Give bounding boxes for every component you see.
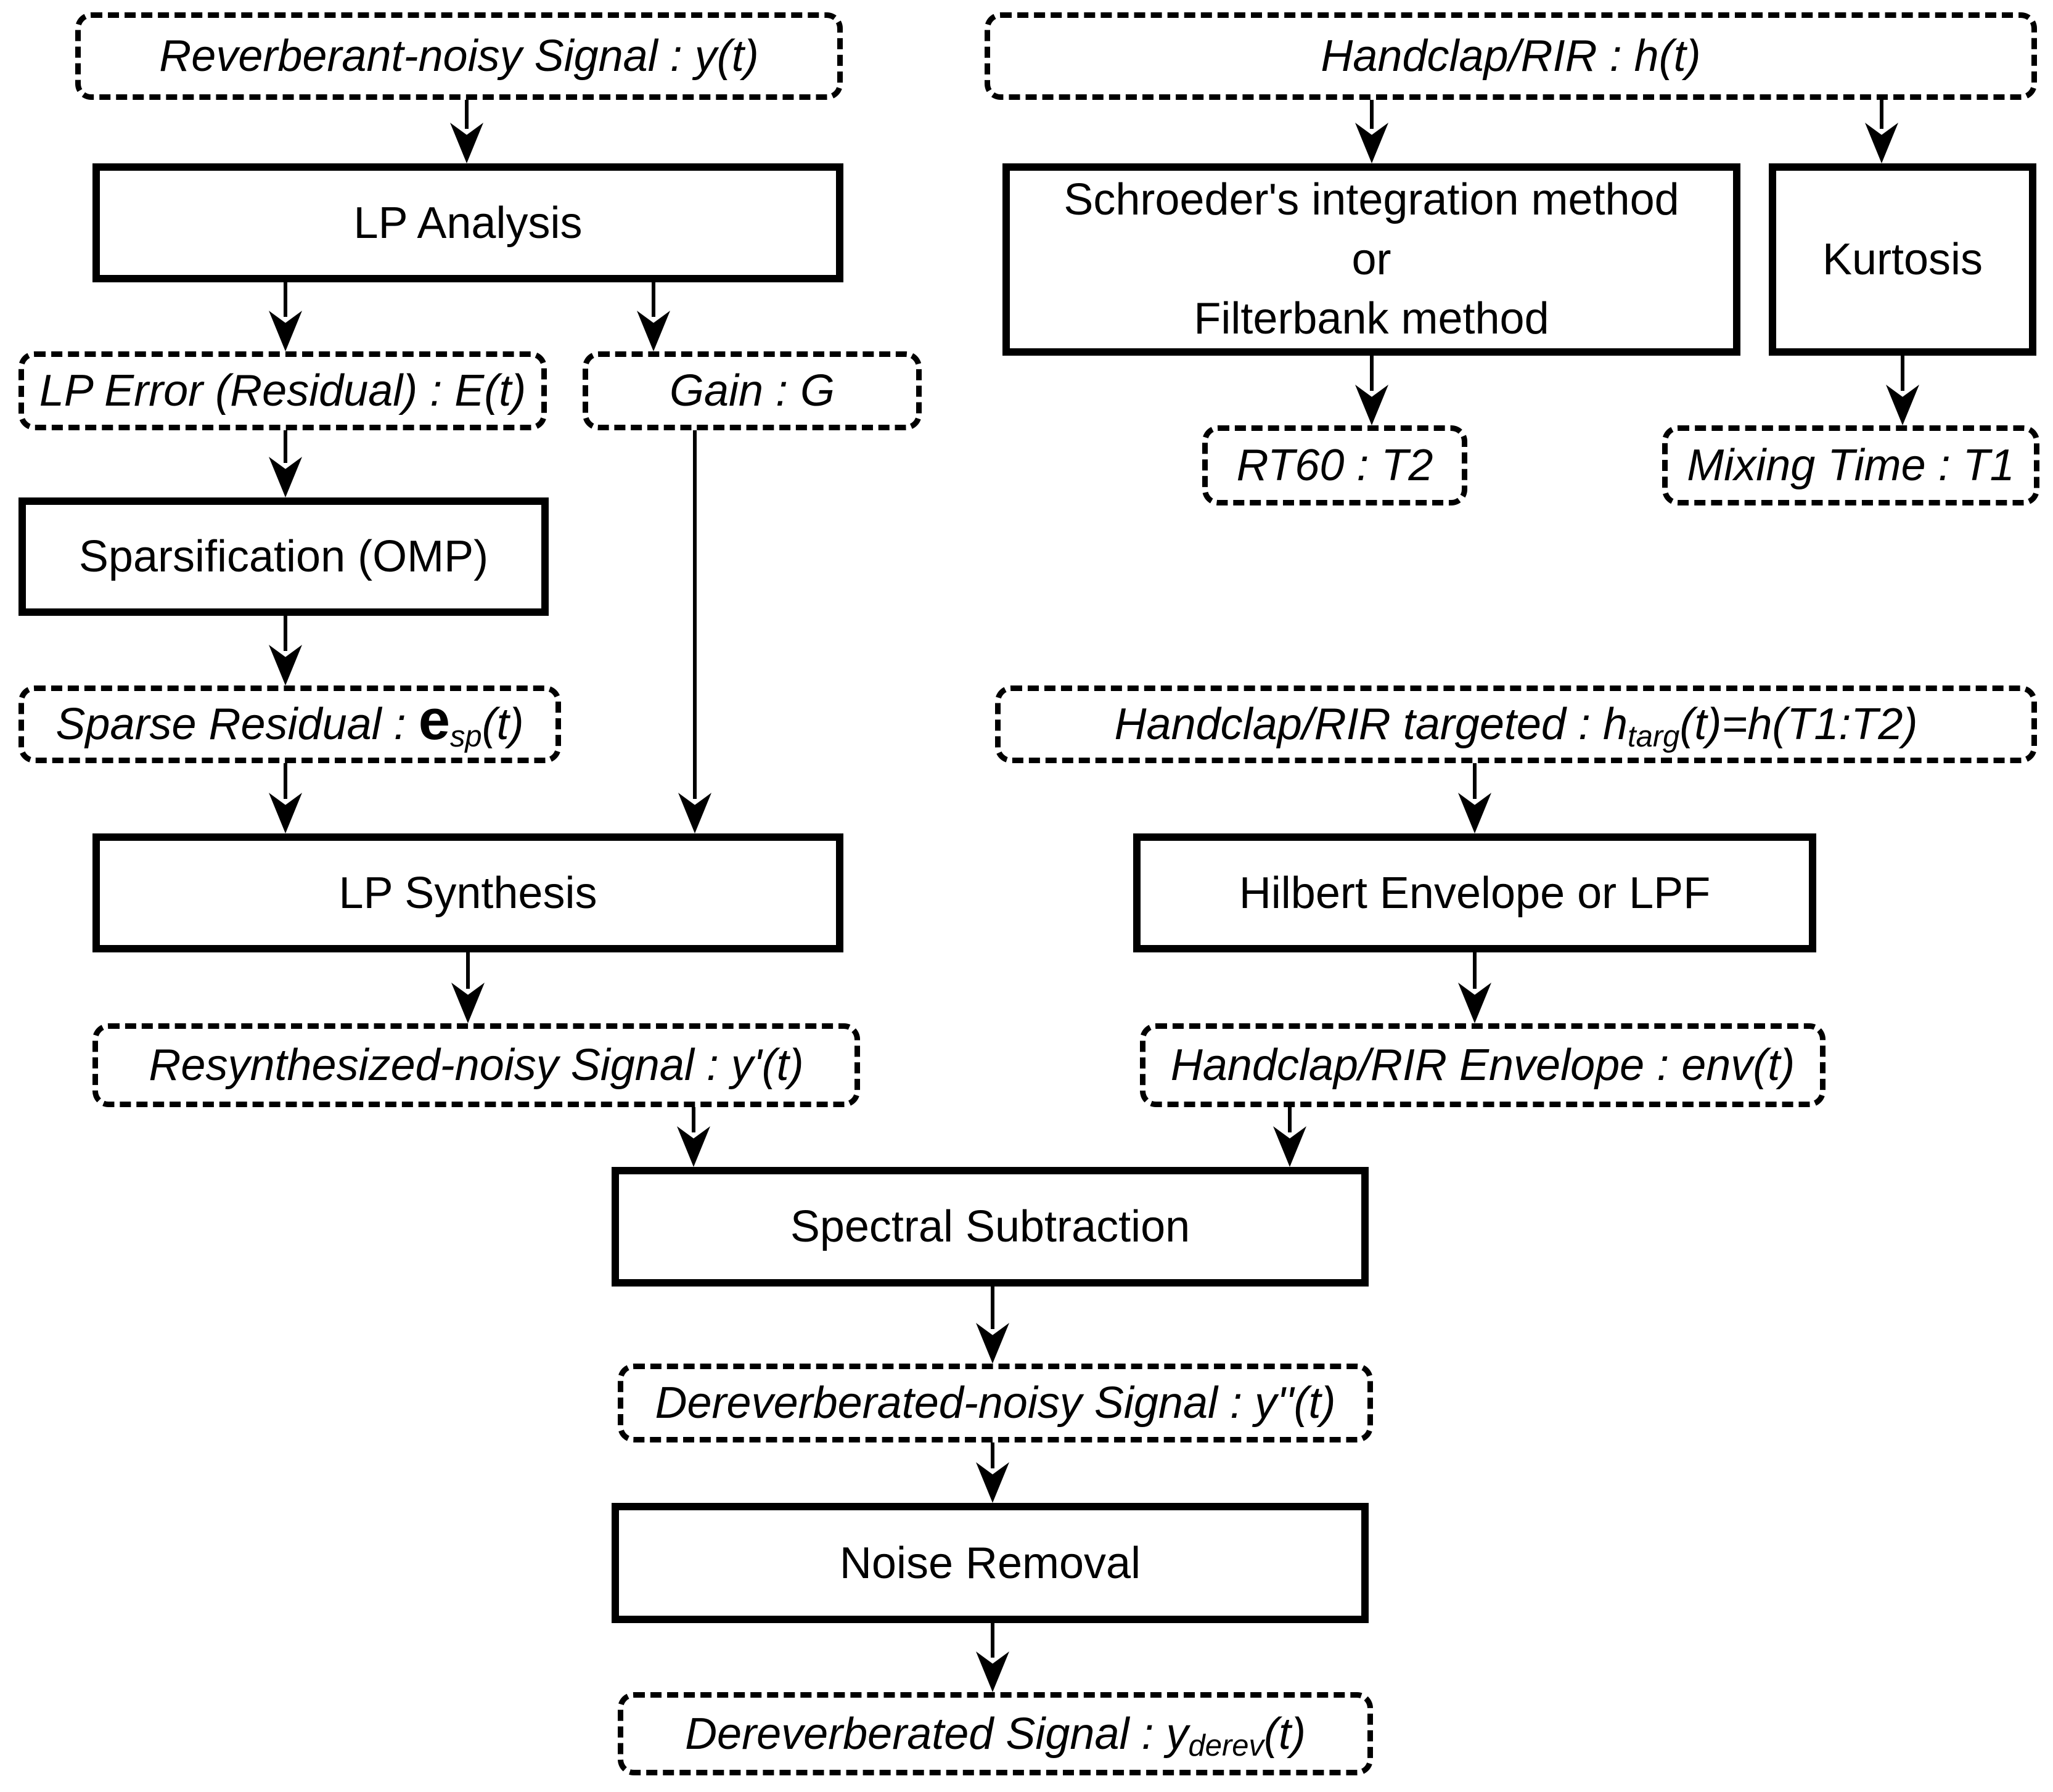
node-resynthesized-noisy-signal: Resynthesized-noisy Signal : y'(t) [92,1023,860,1107]
node-lp-error-label: LP Error (Residual) : E(t) [39,366,527,415]
node-mixing-time: Mixing Time : T1 [1662,425,2039,505]
node-lp-synthesis-label: LP Synthesis [338,868,597,918]
node-handclap-targeted: Handclap/RIR targeted : htarg(t)=h(T1:T2… [995,685,2037,763]
node-reverberant-noisy-signal-label: Reverberant-noisy Signal : y(t) [159,31,759,81]
node-kurtosis: Kurtosis [1769,163,2036,356]
node-sparsification: Sparsification (OMP) [18,497,549,616]
node-hilbert-envelope: Hilbert Envelope or LPF [1133,833,1816,952]
node-noise-removal: Noise Removal [612,1503,1369,1623]
node-schroeder-filterbank-label: Schroeder's integration method or Filter… [1063,175,1679,344]
node-mixing-time-label: Mixing Time : T1 [1687,441,2015,490]
node-hilbert-envelope-label: Hilbert Envelope or LPF [1239,868,1711,918]
node-handclap-targeted-label: Handclap/RIR targeted : htarg(t)=h(T1:T2… [1114,700,1918,753]
node-sparsification-label: Sparsification (OMP) [78,532,489,581]
node-dereverberated-signal: Dereverberated Signal : yderev(t) [618,1692,1373,1775]
node-handclap-envelope-label: Handclap/RIR Envelope : env(t) [1170,1041,1795,1090]
node-schroeder-filterbank: Schroeder's integration method or Filter… [1002,163,1740,356]
node-sparse-residual-label: Sparse Residual : esp(t) [55,688,524,753]
node-kurtosis-label: Kurtosis [1822,235,1983,284]
node-handclap-rir-label: Handclap/RIR : h(t) [1321,31,1701,81]
node-lp-analysis-label: LP Analysis [353,198,583,248]
node-lp-analysis: LP Analysis [92,163,843,282]
node-noise-removal-label: Noise Removal [839,1538,1141,1588]
node-gain-label: Gain : G [669,366,835,415]
node-sparse-residual: Sparse Residual : esp(t) [18,685,561,763]
node-spectral-subtraction: Spectral Subtraction [612,1167,1369,1287]
node-spectral-subtraction-label: Spectral Subtraction [790,1202,1190,1251]
node-resynthesized-noisy-signal-label: Resynthesized-noisy Signal : y'(t) [149,1041,804,1090]
node-dereverberated-noisy-signal-label: Dereverberated-noisy Signal : y''(t) [655,1378,1336,1428]
node-rt60-label: RT60 : T2 [1236,441,1433,490]
node-dereverberated-noisy-signal: Dereverberated-noisy Signal : y''(t) [618,1364,1373,1442]
node-handclap-envelope: Handclap/RIR Envelope : env(t) [1140,1023,1826,1107]
node-lp-error: LP Error (Residual) : E(t) [18,351,547,430]
node-rt60: RT60 : T2 [1202,425,1467,505]
node-gain: Gain : G [583,351,922,430]
node-lp-synthesis: LP Synthesis [92,833,843,952]
node-handclap-rir: Handclap/RIR : h(t) [985,12,2037,100]
node-dereverberated-signal-label: Dereverberated Signal : yderev(t) [685,1709,1306,1763]
node-reverberant-noisy-signal: Reverberant-noisy Signal : y(t) [75,12,843,100]
